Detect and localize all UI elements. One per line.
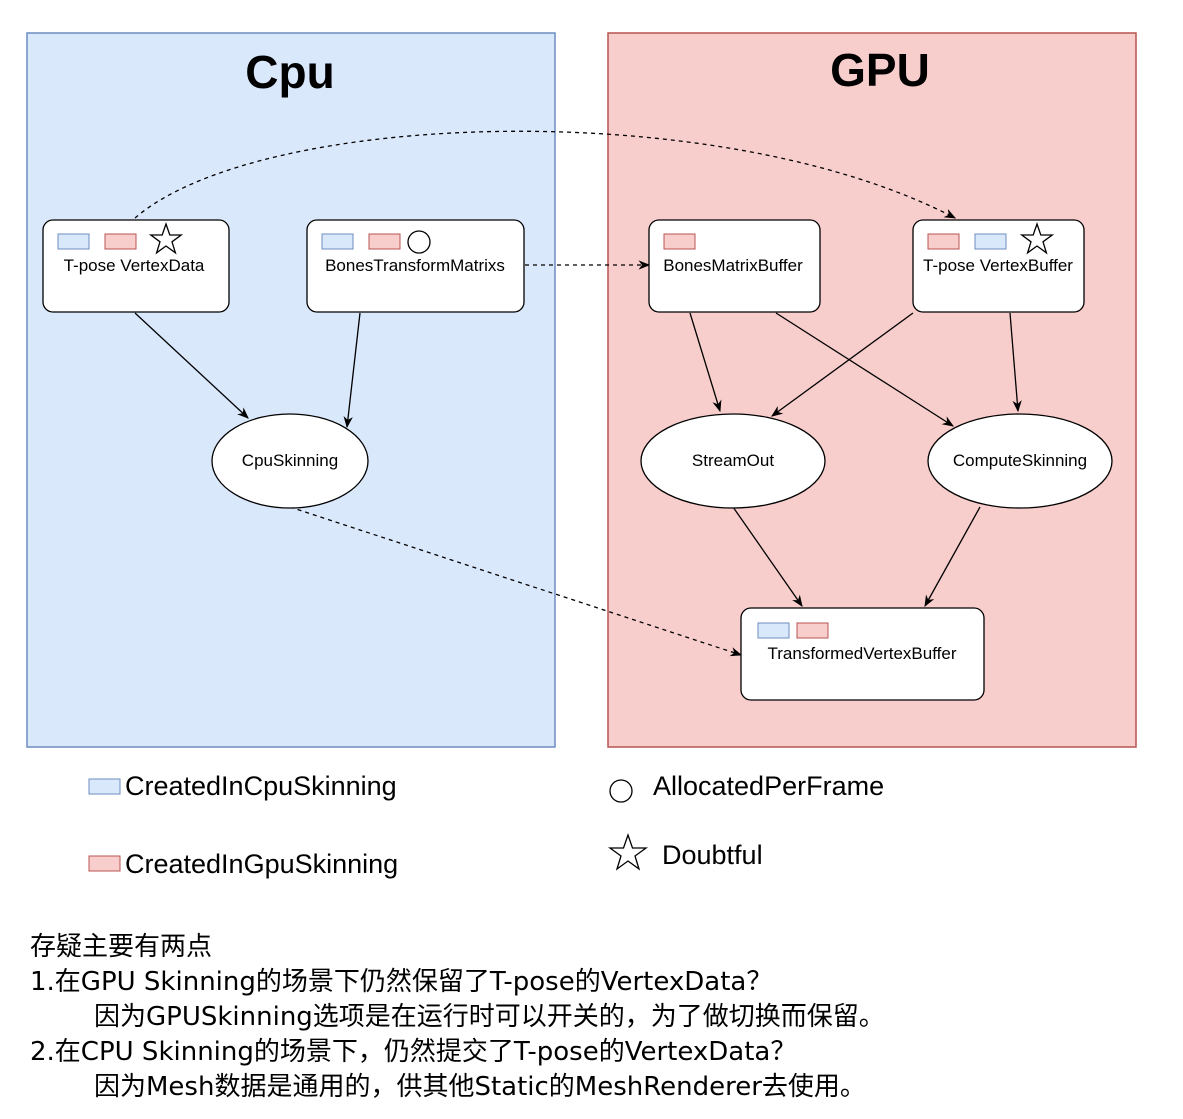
cpu-created-marker	[974, 233, 1007, 250]
circle-icon	[609, 779, 633, 803]
edge-streamout-to-transformed	[732, 506, 803, 607]
star-icon	[148, 222, 184, 255]
gpu-created-marker	[927, 233, 960, 250]
edge-tpose-data-to-tpose-buffer	[134, 130, 957, 219]
node-bones-matrix-buffer: BonesMatrixBuffer	[648, 219, 821, 313]
notes-question-1: 1.在GPU Skinning的场景下仍然保留了T-pose的VertexDat…	[30, 967, 773, 997]
node-label: BonesTransformMatrixs	[325, 256, 505, 275]
legend-cpu-swatch	[88, 778, 121, 795]
legend-allocated-label: AllocatedPerFrame	[653, 771, 884, 801]
node-computeskinning: ComputeSkinning	[927, 413, 1113, 509]
gpu-created-marker	[368, 233, 401, 250]
edge-tpose-buffer-to-streamout	[771, 312, 914, 417]
edge-computeskinning-to-transformed	[924, 506, 981, 608]
legend: CreatedInCpuSkinning CreatedInGpuSkinnin…	[88, 771, 884, 879]
cpu-created-marker	[757, 622, 790, 639]
edge-bones-transform-to-cpuskinning	[343, 312, 361, 429]
legend-doubtful-label: Doubtful	[662, 840, 763, 870]
node-streamout: StreamOut	[640, 413, 826, 509]
node-label: CpuSkinning	[242, 451, 338, 470]
notes-question-2: 2.在CPU Skinning的场景下，仍然提交了T-pose的VertexDa…	[30, 1037, 797, 1067]
edge-tpose-data-to-cpuskinning	[134, 312, 249, 419]
node-cpuskinning: CpuSkinning	[211, 413, 369, 509]
notes-block: 存疑主要有两点 1.在GPU Skinning的场景下仍然保留了T-pose的V…	[30, 930, 885, 1105]
gpu-created-marker	[104, 233, 137, 250]
star-icon	[608, 833, 648, 871]
cpu-panel-title: Cpu	[245, 46, 334, 98]
gpu-created-marker	[663, 233, 696, 250]
skinning-diagram: Cpu GPU T-pose VertexData BonesTransform…	[26, 32, 1137, 879]
edge-bones-buffer-to-streamout	[689, 312, 722, 413]
notes-answer-1: 因为GPUSkinning选项是在运行时可以开关的，为了做切换而保留。	[94, 1002, 885, 1032]
node-tpose-vertex-buffer: T-pose VertexBuffer	[912, 219, 1085, 313]
node-bones-transform-matrixs: BonesTransformMatrixs	[306, 219, 525, 313]
node-label: ComputeSkinning	[953, 451, 1087, 470]
gpu-panel-title: GPU	[830, 44, 930, 96]
circle-icon	[407, 230, 431, 254]
node-label: TransformedVertexBuffer	[768, 644, 957, 663]
legend-gpu-label: CreatedInGpuSkinning	[125, 849, 398, 879]
node-label: StreamOut	[692, 451, 774, 470]
notes-answer-2: 因为Mesh数据是通用的，供其他Static的MeshRenderer去使用。	[94, 1072, 866, 1102]
node-label: T-pose VertexBuffer	[923, 256, 1073, 275]
edge-cpuskinning-to-transformed	[289, 506, 743, 657]
star-icon	[1019, 222, 1055, 255]
edge-bones-buffer-to-computeskinning	[775, 312, 954, 427]
legend-cpu-label: CreatedInCpuSkinning	[125, 771, 397, 801]
cpu-panel	[26, 32, 556, 748]
notes-heading: 存疑主要有两点	[30, 932, 213, 962]
legend-gpu-swatch	[88, 855, 121, 872]
gpu-created-marker	[796, 622, 829, 639]
cpu-created-marker	[321, 233, 354, 250]
node-label: BonesMatrixBuffer	[663, 256, 803, 275]
node-label: T-pose VertexData	[64, 256, 205, 275]
edge-tpose-buffer-to-computeskinning	[1009, 312, 1022, 413]
node-tpose-vertex-data: T-pose VertexData	[42, 219, 230, 313]
node-transformed-vertex-buffer: TransformedVertexBuffer	[740, 607, 985, 701]
cpu-created-marker	[57, 233, 90, 250]
